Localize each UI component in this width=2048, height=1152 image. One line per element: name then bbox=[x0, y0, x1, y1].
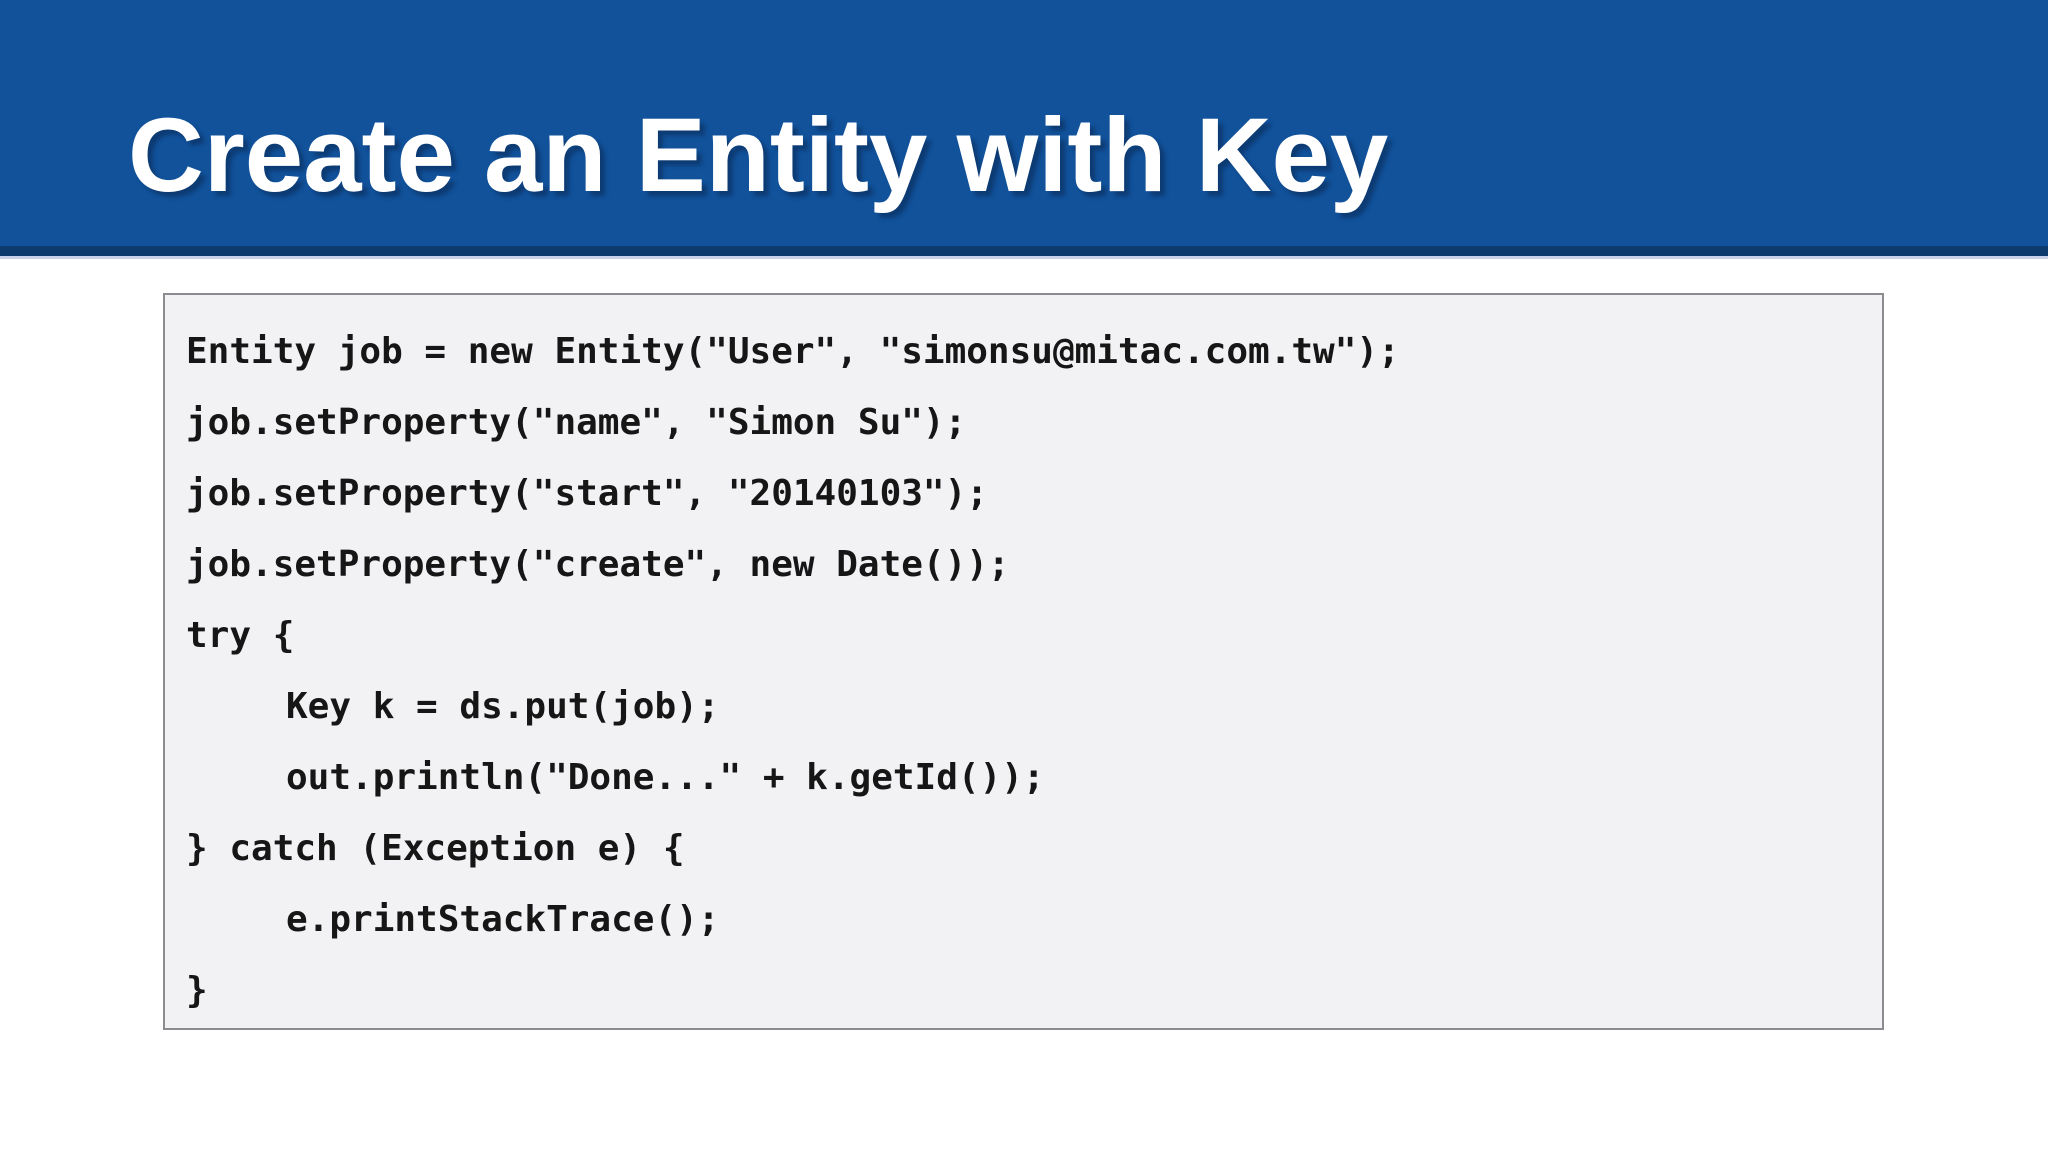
header-accent-dark-strip bbox=[0, 246, 2048, 256]
slide-header-banner: Create an Entity with Key bbox=[0, 0, 2048, 246]
header-accent-light-strip bbox=[0, 256, 2048, 259]
code-line: Key k = ds.put(job); bbox=[186, 686, 720, 727]
code-line: out.println("Done..." + k.getId()); bbox=[186, 757, 1045, 798]
code-line: job.setProperty("create", new Date()); bbox=[186, 544, 1010, 585]
code-line: } catch (Exception e) { bbox=[186, 828, 685, 869]
code-line: Entity job = new Entity("User", "simonsu… bbox=[186, 331, 1400, 372]
page-title: Create an Entity with Key bbox=[128, 97, 1389, 214]
code-block: Entity job = new Entity("User", "simonsu… bbox=[163, 293, 1884, 1030]
code-line: try { bbox=[186, 615, 295, 656]
code-line: e.printStackTrace(); bbox=[186, 899, 720, 940]
code-line: } bbox=[186, 970, 208, 1011]
code-line: job.setProperty("start", "20140103"); bbox=[186, 473, 988, 514]
code-line: job.setProperty("name", "Simon Su"); bbox=[186, 402, 967, 443]
